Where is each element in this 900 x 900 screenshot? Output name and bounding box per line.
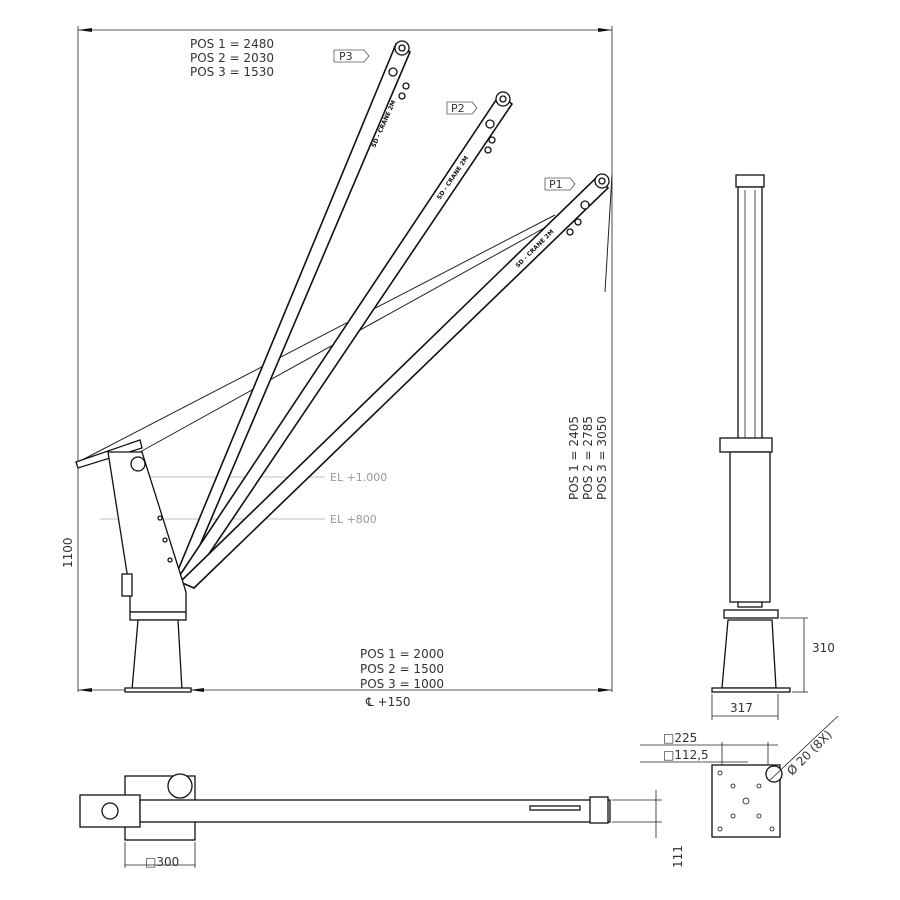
mast-front-view <box>711 174 791 693</box>
plan-view <box>79 773 662 868</box>
reach-pos2: POS 2 = 1500 <box>360 662 444 676</box>
svg-text:P1: P1 <box>549 178 563 191</box>
elevation-label-800: EL +800 <box>330 513 377 526</box>
hook-height-pos3: POS 3 = 3050 <box>595 416 609 500</box>
boom-pos1: SD - CRANE 2M <box>178 173 610 589</box>
mast-height-dimension: 1100 <box>61 537 75 568</box>
elevation-label-1000: EL +1.000 <box>330 471 387 484</box>
base-square-dimension: □300 <box>145 855 179 869</box>
plate-outer-dimension: □225 <box>663 731 697 745</box>
svg-text:P3: P3 <box>339 50 353 63</box>
mast-side-view <box>75 439 192 693</box>
plate-inner-dimension: □112,5 <box>663 748 709 762</box>
boom-pos3: SD - CRANE 2M <box>174 40 412 579</box>
pedestal-width-dimension: 317 <box>730 701 753 715</box>
hook-height-pos1: POS 1 = 2405 <box>567 416 581 500</box>
svg-text:P2: P2 <box>451 102 465 115</box>
pedestal-dimensions <box>711 617 808 720</box>
reach-pos3: POS 3 = 1000 <box>360 677 444 691</box>
reach-pos1: POS 1 = 2000 <box>360 647 444 661</box>
boom-marking-pos1: SD - CRANE 2M <box>514 228 555 269</box>
cables <box>81 174 613 461</box>
tag-p1: P1 <box>544 177 576 191</box>
boom-length-pos3: POS 3 = 1530 <box>190 65 274 79</box>
boom-length-pos1: POS 1 = 2480 <box>190 37 274 51</box>
pedestal-height-dimension: 310 <box>812 641 835 655</box>
boom-marking-pos2: SD - CRANE 2M <box>436 155 470 201</box>
hole-note: Ø 20 (8X) <box>784 728 835 779</box>
boom-width-dimension: 111 <box>671 845 685 868</box>
tag-p2: P2 <box>446 101 478 115</box>
base-plate-detail <box>640 715 839 838</box>
centerline-offset: ℄ +150 <box>365 695 410 709</box>
tag-p3: P3 <box>333 49 370 63</box>
boom-length-pos2: POS 2 = 2030 <box>190 51 274 65</box>
hook-height-pos2: POS 2 = 2785 <box>581 416 595 500</box>
